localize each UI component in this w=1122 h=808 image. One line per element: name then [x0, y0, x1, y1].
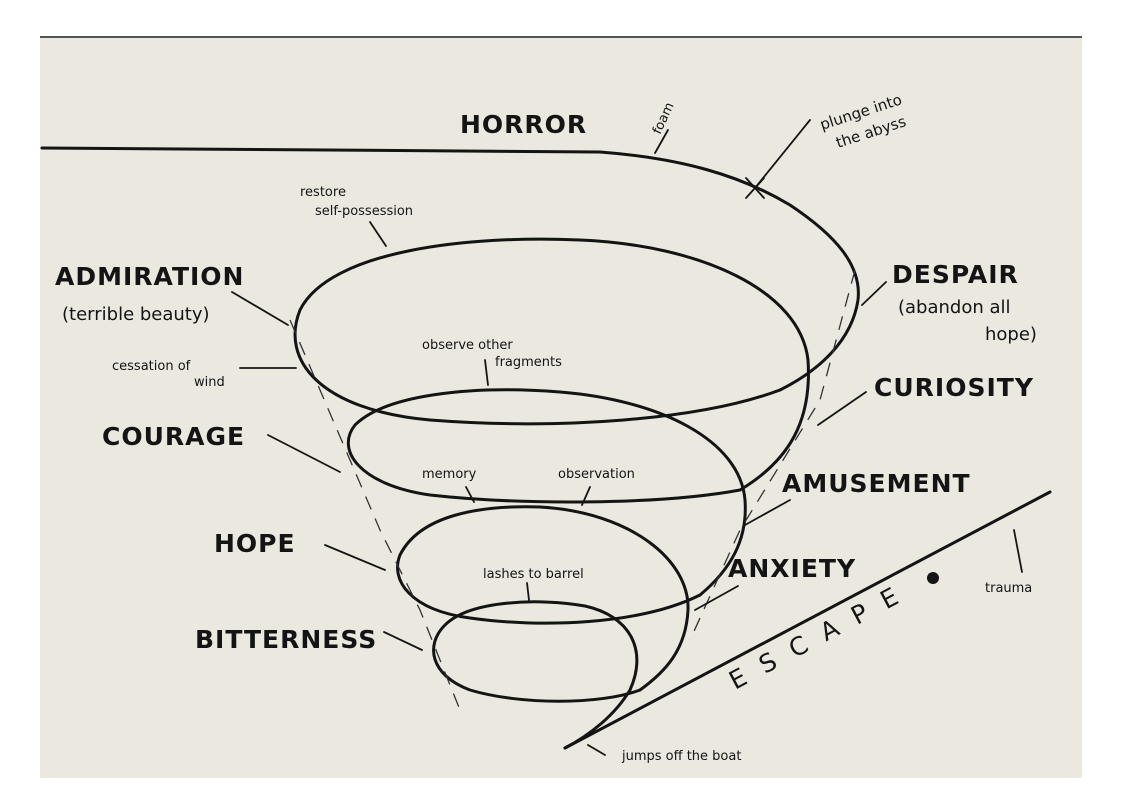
- label-despair-note-2: hope): [985, 324, 1037, 345]
- label-escape: ESCAPE: [724, 573, 919, 695]
- label-despair: DESPAIR: [892, 260, 1019, 289]
- note-restore-1: restore: [300, 185, 346, 200]
- paper-sheet: [40, 36, 1082, 778]
- spiral-ring-4: [432, 600, 642, 750]
- label-despair-note-1: (abandon all: [898, 297, 1011, 318]
- spiral-ring-3: [396, 505, 702, 692]
- note-foam: foam: [650, 100, 678, 136]
- label-hope: HOPE: [214, 529, 296, 558]
- note-jumps: jumps off the boat: [621, 749, 741, 764]
- pointer-lines: [231, 129, 1023, 756]
- label-courage: COURAGE: [102, 422, 245, 451]
- funnel-left-edge: [289, 319, 463, 716]
- label-admiration: ADMIRATION: [55, 262, 244, 291]
- note-trauma: trauma: [985, 581, 1032, 596]
- spiral-ring-1: [293, 237, 810, 492]
- note-observation: observation: [558, 467, 635, 482]
- escape-line: [563, 490, 1052, 750]
- spiral-ring-2: [346, 388, 747, 597]
- label-curiosity: CURIOSITY: [874, 373, 1034, 402]
- note-observe-1: observe other: [422, 338, 513, 353]
- note-restore-2: self-possession: [315, 204, 413, 219]
- note-cessation-2: wind: [194, 375, 225, 390]
- trauma-dot: [927, 572, 939, 584]
- label-amusement: AMUSEMENT: [782, 469, 971, 498]
- surface-line: [40, 146, 860, 392]
- label-horror: HORROR: [460, 110, 587, 139]
- note-observe-2: fragments: [495, 355, 562, 370]
- label-anxiety: ANXIETY: [728, 554, 856, 583]
- note-cessation-1: cessation of: [112, 359, 191, 374]
- funnel-right-edge: [689, 269, 856, 641]
- note-memory: memory: [422, 467, 477, 482]
- label-admiration-note: (terrible beauty): [62, 304, 210, 325]
- note-lashes: lashes to barrel: [483, 567, 584, 582]
- plunge-mark-icon: [745, 119, 811, 199]
- label-bitterness: BITTERNESS: [195, 625, 377, 654]
